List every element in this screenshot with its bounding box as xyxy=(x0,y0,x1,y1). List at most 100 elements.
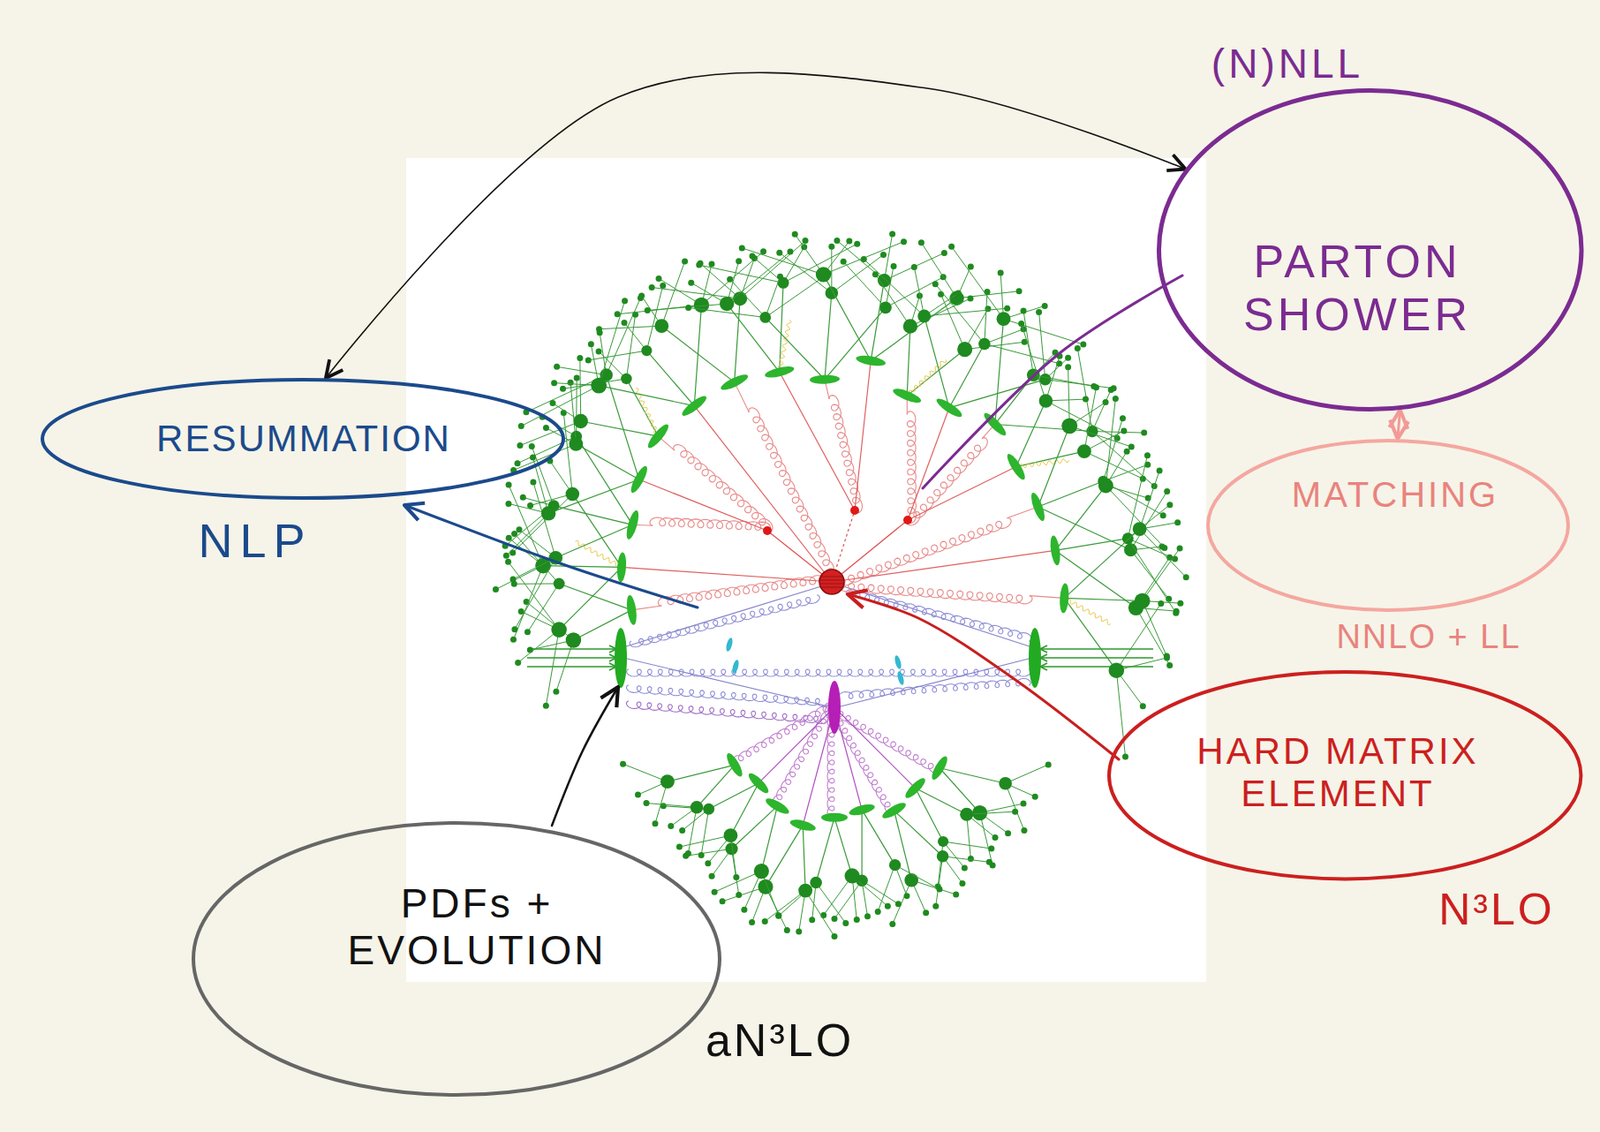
hadron xyxy=(961,864,968,871)
cluster xyxy=(1028,490,1048,522)
hadron xyxy=(889,859,901,871)
hadron xyxy=(667,822,674,830)
gluon-line xyxy=(772,703,836,808)
hadron xyxy=(573,414,589,429)
hadron-line xyxy=(513,558,556,580)
cluster xyxy=(928,754,951,782)
secondary-interaction xyxy=(828,680,841,734)
hadron-line xyxy=(700,263,740,299)
hadron xyxy=(573,374,581,381)
hadron xyxy=(860,256,868,263)
cluster xyxy=(625,594,639,626)
parton-line xyxy=(831,550,1056,582)
hadron xyxy=(552,688,559,695)
ellipse-node: HARD MATRIX ELEMENTN³LO xyxy=(1107,670,1583,881)
hadron xyxy=(1035,309,1042,316)
hadron-line xyxy=(863,258,924,316)
hadron-line xyxy=(1084,387,1097,453)
hadron-line xyxy=(1037,425,1070,507)
hadron-line xyxy=(1130,490,1167,550)
hadron-line xyxy=(1069,425,1132,447)
hadron xyxy=(911,264,918,271)
hadron-line xyxy=(573,610,632,641)
hadron-line xyxy=(701,251,763,306)
hadron xyxy=(550,621,567,638)
beam-arrow xyxy=(1040,648,1154,650)
hadron xyxy=(711,889,718,896)
cluster xyxy=(627,464,650,496)
hadron xyxy=(842,920,849,927)
hadron xyxy=(828,243,835,250)
hadron-line xyxy=(837,240,885,280)
hadron xyxy=(1122,532,1134,544)
cluster xyxy=(821,813,848,823)
cluster xyxy=(1049,535,1063,567)
hadron xyxy=(904,873,919,888)
hadron-line xyxy=(520,385,599,427)
hadron xyxy=(932,903,939,910)
hadron xyxy=(1134,593,1151,610)
hadron xyxy=(1011,808,1019,816)
order-label: NLP xyxy=(197,513,312,568)
hadron-line xyxy=(505,513,549,556)
hard-process-stripe xyxy=(819,583,845,585)
hadron-line xyxy=(730,279,766,317)
hadron xyxy=(879,301,892,314)
hadron-line xyxy=(783,243,858,283)
hadron xyxy=(880,251,887,258)
hadron-line xyxy=(1130,550,1169,600)
hadron xyxy=(527,647,534,654)
hadron-line xyxy=(761,806,778,872)
hadron xyxy=(1098,478,1114,494)
hadron xyxy=(709,873,716,880)
hadron xyxy=(875,908,882,915)
hadron-line xyxy=(875,274,911,327)
hadron xyxy=(492,586,499,593)
hadron xyxy=(528,443,536,450)
hadron xyxy=(735,257,742,265)
cluster xyxy=(902,775,928,800)
quark-line xyxy=(623,657,829,707)
hadron-line xyxy=(943,841,992,849)
hadron xyxy=(884,903,891,910)
hadron xyxy=(900,238,907,245)
hadron xyxy=(795,928,802,936)
ellipse-node: (N)NLLPARTON SHOWER xyxy=(1156,88,1584,412)
hadron-line xyxy=(646,285,663,351)
cluster xyxy=(746,770,771,796)
hard-process-stripe xyxy=(820,576,843,578)
hadron-line xyxy=(1033,375,1094,387)
hadron-line xyxy=(513,582,559,584)
hadron xyxy=(966,295,974,302)
order-label: N³LO xyxy=(1438,884,1555,936)
hadron xyxy=(1039,393,1054,408)
hadron-line xyxy=(661,325,734,383)
hadron xyxy=(518,422,525,430)
cluster xyxy=(1003,452,1027,483)
remnant xyxy=(724,636,734,652)
hadron xyxy=(549,400,556,407)
gluon-line xyxy=(657,573,835,606)
hadron-line xyxy=(686,848,733,856)
hadron xyxy=(844,867,860,884)
hadron xyxy=(596,347,603,355)
parton-line xyxy=(631,605,662,611)
hadron xyxy=(1079,341,1087,348)
ellipse-outline xyxy=(193,822,720,1095)
hadron xyxy=(1074,345,1081,352)
cluster xyxy=(1058,582,1070,614)
hadron-line xyxy=(765,825,803,888)
hadron xyxy=(649,284,656,291)
hadron-line xyxy=(861,880,899,905)
beam-arrow xyxy=(1040,656,1154,658)
hadron xyxy=(955,290,962,297)
remnant xyxy=(896,670,906,686)
hadron xyxy=(543,702,550,710)
hadron xyxy=(1039,373,1051,385)
hadron xyxy=(724,828,739,843)
cluster xyxy=(809,374,840,385)
leader-arrow xyxy=(551,686,619,826)
photon-line xyxy=(1064,597,1110,625)
hadron xyxy=(638,293,645,300)
cluster xyxy=(855,354,887,369)
